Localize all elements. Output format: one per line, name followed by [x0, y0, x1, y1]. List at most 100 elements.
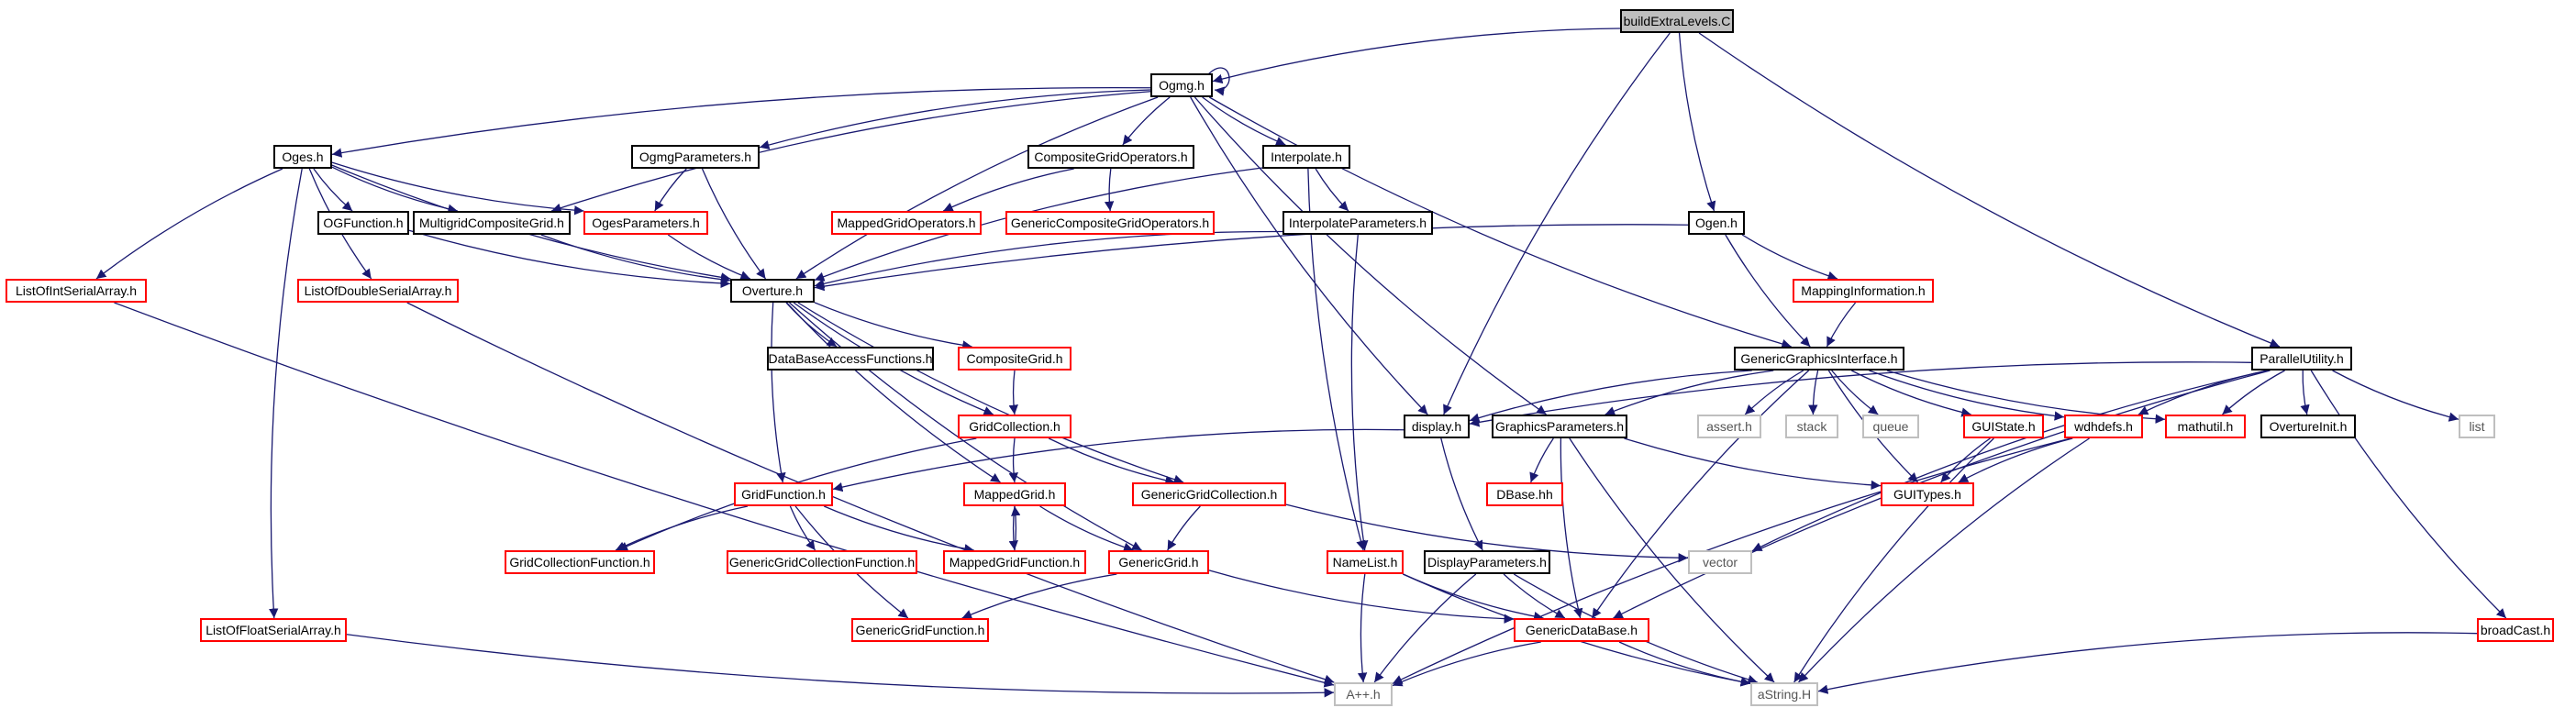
node-assert: assert.h — [1697, 415, 1761, 438]
node-overture[interactable]: Overture.h — [730, 279, 815, 303]
node-grid-collection[interactable]: GridCollection.h — [958, 415, 1071, 438]
node-stack: stack — [1785, 415, 1838, 438]
edge-grid-collection-to-mapped-grid — [1008, 437, 1018, 483]
edge-composite-grid-operators-to-mapped-grid-operators — [942, 168, 1074, 212]
node-interpolate[interactable]: Interpolate.h — [1262, 145, 1350, 169]
node-overture-init[interactable]: OvertureInit.h — [2260, 415, 2356, 438]
node-composite-grid[interactable]: CompositeGrid.h — [958, 347, 1071, 371]
node-mapped-grid[interactable]: MappedGrid.h — [963, 482, 1066, 506]
node-list-of-float-serial-array[interactable]: ListOfFloatSerialArray.h — [200, 618, 347, 642]
edge-graphics-parameters-to-generic-data-base — [1560, 437, 1583, 619]
node-generic-grid-function[interactable]: GenericGridFunction.h — [851, 618, 989, 642]
node-dbase[interactable]: DBase.hh — [1486, 482, 1563, 506]
edge-broad-cast-to-a-string — [1817, 632, 2478, 694]
edge-ogmg-to-overture — [795, 96, 1159, 280]
edge-generic-graphics-interface-to-generic-data-base — [1591, 370, 1810, 619]
edge-parallel-utility-to-wdhdefs — [2137, 370, 2268, 415]
edge-generic-grid-collection-to-generic-grid — [1167, 505, 1201, 551]
node-graphics-parameters[interactable]: GraphicsParameters.h — [1492, 415, 1627, 438]
node-parallel-utility[interactable]: ParallelUtility.h — [2251, 347, 2352, 371]
edge-generic-data-base-to-a-string — [1618, 641, 1751, 687]
edge-generic-graphics-interface-to-display — [1469, 370, 1752, 423]
edge-build-extra-levels-to-display — [1443, 32, 1671, 415]
edge-oges-to-list-of-float-serial-array — [269, 168, 303, 619]
node-generic-data-base[interactable]: GenericDataBase.h — [1514, 618, 1649, 642]
node-ogmg[interactable]: Ogmg.h — [1150, 73, 1213, 97]
node-generic-grid[interactable]: GenericGrid.h — [1108, 550, 1209, 574]
edge-build-extra-levels-to-ogen — [1678, 32, 1716, 212]
node-wdhdefs[interactable]: wdhdefs.h — [2064, 415, 2143, 438]
node-ogfunction[interactable]: OGFunction.h — [317, 211, 409, 235]
node-oges-parameters[interactable]: OgesParameters.h — [583, 211, 708, 235]
edge-oges-parameters-to-overture — [667, 234, 750, 281]
node-mathutil[interactable]: mathutil.h — [2165, 415, 2246, 438]
node-oges[interactable]: Oges.h — [273, 145, 332, 169]
edge-overture-to-generic-grid-collection — [797, 302, 1184, 484]
node-generic-grid-collection-function[interactable]: GenericGridCollectionFunction.h — [727, 550, 917, 574]
edge-generic-graphics-interface-to-wdhdefs — [1869, 370, 2065, 421]
edge-display-parameters-to-app — [1373, 573, 1477, 683]
edge-overture-to-grid-function — [771, 302, 786, 483]
node-app: A++.h — [1334, 682, 1393, 706]
node-composite-grid-operators[interactable]: CompositeGridOperators.h — [1027, 145, 1194, 169]
edge-generic-grid-to-generic-data-base — [1208, 570, 1515, 624]
node-grid-collection-function[interactable]: GridCollectionFunction.h — [505, 550, 655, 574]
edge-parallel-utility-to-list — [2332, 370, 2459, 422]
node-guitypes[interactable]: GUITypes.h — [1881, 482, 1974, 506]
node-display-parameters[interactable]: DisplayParameters.h — [1424, 550, 1550, 574]
edge-ogfunction-to-overture — [408, 229, 731, 289]
node-generic-grid-collection[interactable]: GenericGridCollection.h — [1132, 482, 1286, 506]
edge-wdhdefs-to-guitypes — [1958, 437, 2073, 483]
edge-ogmg-parameters-to-oges-parameters — [654, 168, 687, 212]
node-broad-cast[interactable]: broadCast.h — [2477, 618, 2554, 642]
edge-grid-collection-to-generic-grid-collection — [1048, 437, 1175, 485]
edge-ogmg-to-graphics-parameters — [1194, 96, 1547, 415]
node-data-base-access-functions[interactable]: DataBaseAccessFunctions.h — [767, 347, 934, 371]
edge-build-extra-levels-to-parallel-utility — [1698, 32, 2281, 348]
edge-generic-grid-to-generic-grid-function — [961, 573, 1117, 619]
edge-parallel-utility-to-overture-init — [2300, 370, 2310, 415]
edge-interpolate-to-overture — [814, 167, 1263, 282]
node-generic-composite-grid-operators[interactable]: GenericCompositeGridOperators.h — [1005, 211, 1215, 235]
node-grid-function[interactable]: GridFunction.h — [734, 482, 833, 506]
edge-list-of-int-serial-array-to-app — [114, 302, 1335, 688]
edge-list-of-float-serial-array-to-app — [346, 634, 1335, 698]
edge-oges-to-list-of-int-serial-array — [95, 168, 283, 280]
edge-parallel-utility-to-mathutil — [2222, 370, 2285, 415]
node-mapped-grid-operators[interactable]: MappedGridOperators.h — [831, 211, 982, 235]
node-a-string: aString.H — [1750, 682, 1818, 706]
edge-build-extra-levels-to-ogmg — [1212, 28, 1621, 84]
edge-guistate-to-a-string — [1793, 437, 1994, 683]
node-ogen[interactable]: Ogen.h — [1688, 211, 1745, 235]
edge-generic-graphics-interface-to-assert — [1744, 370, 1804, 415]
node-interpolate-parameters[interactable]: InterpolateParameters.h — [1282, 211, 1433, 235]
edge-mapped-grid-to-generic-grid — [1039, 505, 1134, 552]
edge-oges-to-oges-parameters — [331, 161, 584, 216]
node-name-list[interactable]: NameList.h — [1327, 550, 1404, 574]
node-list-of-double-serial-array[interactable]: ListOfDoubleSerialArray.h — [297, 279, 459, 303]
edge-overture-to-data-base-access-functions — [785, 302, 838, 348]
node-multigrid-composite-grid[interactable]: MultigridCompositeGrid.h — [413, 211, 571, 235]
edge-interpolate-to-interpolate-parameters — [1315, 168, 1349, 212]
edge-ogmg-parameters-to-overture — [701, 168, 767, 280]
node-guistate[interactable]: GUIState.h — [1963, 415, 2044, 438]
edge-oges-to-ogfunction — [313, 168, 353, 212]
node-list-of-int-serial-array[interactable]: ListOfIntSerialArray.h — [6, 279, 147, 303]
node-ogmg-parameters[interactable]: OgmgParameters.h — [631, 145, 760, 169]
edge-composite-grid-to-grid-collection — [1008, 370, 1018, 415]
edge-grid-function-to-grid-collection-function — [615, 505, 749, 551]
node-mapped-grid-function[interactable]: MappedGridFunction.h — [943, 550, 1086, 574]
node-display[interactable]: display.h — [1404, 415, 1470, 438]
node-generic-graphics-interface[interactable]: GenericGraphicsInterface.h — [1734, 347, 1904, 371]
edge-ogen-to-generic-graphics-interface — [1725, 234, 1811, 348]
edge-generic-graphics-interface-to-guistate — [1851, 370, 1971, 417]
edge-ogmg-to-oges — [331, 86, 1151, 158]
edge-parallel-utility-to-display — [1469, 361, 2252, 427]
node-mapping-information[interactable]: MappingInformation.h — [1793, 279, 1934, 303]
edge-parallel-utility-to-broad-cast — [2310, 370, 2507, 619]
edge-generic-grid-collection-to-vector — [1285, 503, 1689, 563]
edge-generic-graphics-interface-to-queue — [1831, 370, 1879, 415]
edge-generic-graphics-interface-to-stack — [1808, 370, 1819, 415]
edge-mapped-grid-function-to-mapped-grid — [1011, 505, 1021, 551]
